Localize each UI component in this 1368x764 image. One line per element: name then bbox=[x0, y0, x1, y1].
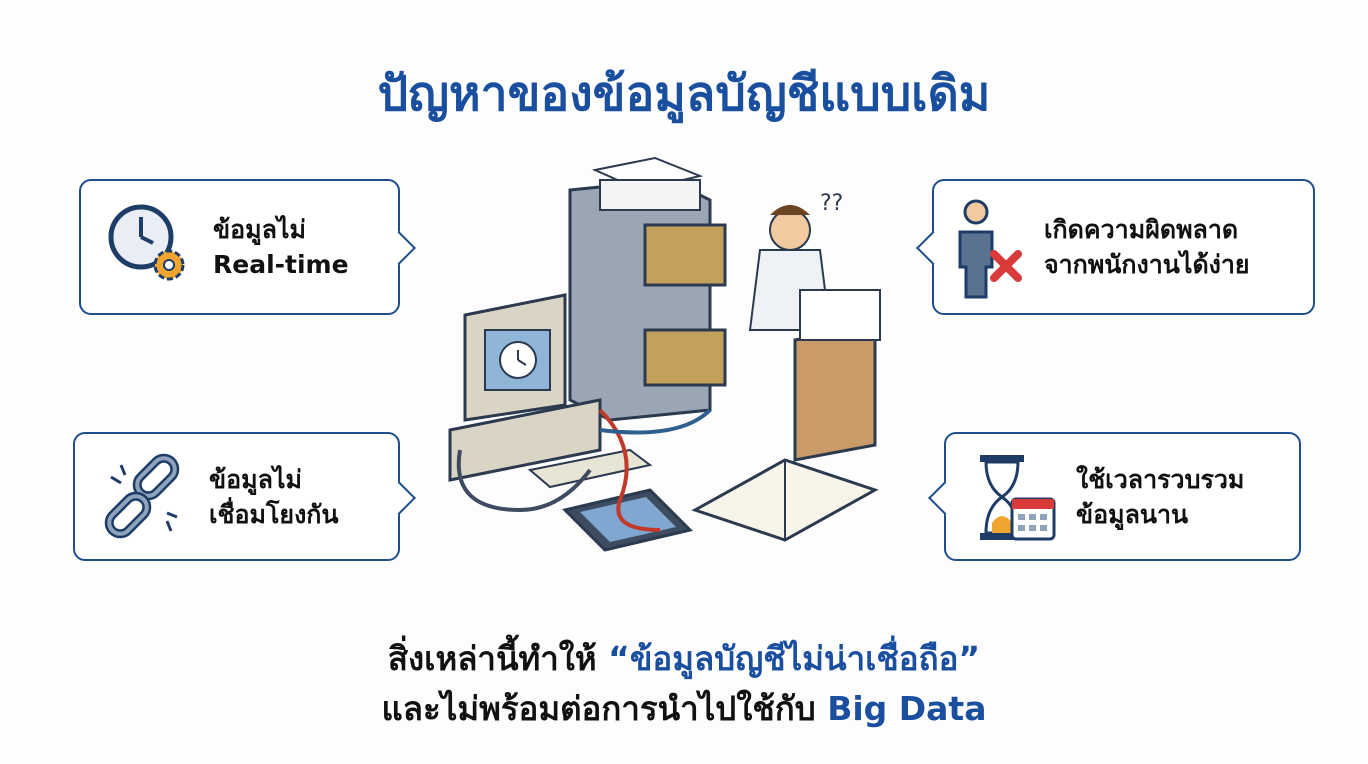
problem-line2: Real-time bbox=[213, 250, 349, 279]
problem-line1: ข้อมูลไม่ bbox=[213, 215, 306, 244]
tangled-cables bbox=[456, 408, 712, 532]
big-data-highlight: Big Data bbox=[827, 689, 987, 728]
conclusion-quote: “ข้อมูลบัญชีไม่น่าเชื่อถือ” bbox=[608, 639, 981, 678]
person-error-icon bbox=[958, 199, 1022, 299]
problem-card-disconnected: ข้อมูลไม่ เชื่อมโยงกัน bbox=[73, 432, 416, 561]
old-computer bbox=[448, 293, 653, 489]
conclusion-line2: และไม่พร้อมต่อการนำไปใช้กับ Big Data bbox=[0, 682, 1368, 735]
tablet bbox=[562, 488, 693, 552]
problem-line1: ใช้เวลารวบรวม bbox=[1076, 464, 1245, 494]
problem-card-realtime: ข้อมูลไม่ Real-time bbox=[79, 179, 416, 315]
document-box bbox=[793, 289, 881, 462]
problem-card-human-error: เกิดความผิดพลาด จากพนักงานได้ง่าย bbox=[916, 179, 1315, 315]
conclusion-line1: สิ่งเหล่านี้ทำให้ “ข้อมูลบัญชีไม่น่าเชื่… bbox=[0, 632, 1368, 685]
svg-text:??: ?? bbox=[820, 191, 843, 216]
problem-line2: จากพนักงานได้ง่าย bbox=[1044, 250, 1250, 279]
broken-link-icon bbox=[104, 453, 180, 538]
clock-gear-icon bbox=[108, 204, 185, 281]
messy-office-illustration: ?? bbox=[448, 156, 881, 552]
problem-line2: ข้อมูลนาน bbox=[1076, 499, 1189, 529]
conclusion-prefix-2: และไม่พร้อมต่อการนำไปใช้กับ bbox=[381, 689, 828, 728]
page-title: ปัญหาของข้อมูลบัญชีแบบเดิม bbox=[377, 66, 991, 122]
paper-stack-top bbox=[591, 156, 704, 211]
conclusion-prefix: สิ่งเหล่านี้ทำให้ bbox=[387, 639, 609, 678]
problem-line1: ข้อมูลไม่ bbox=[209, 464, 302, 494]
open-ledger-book bbox=[691, 458, 879, 542]
filing-cabinet bbox=[568, 178, 727, 422]
hourglass-calendar-icon bbox=[980, 454, 1056, 540]
problem-line1: เกิดความผิดพลาด bbox=[1044, 215, 1239, 244]
problem-line2: เชื่อมโยงกัน bbox=[209, 499, 339, 529]
problem-card-slow-collection: ใช้เวลารวบรวม ข้อมูลนาน bbox=[928, 432, 1301, 561]
